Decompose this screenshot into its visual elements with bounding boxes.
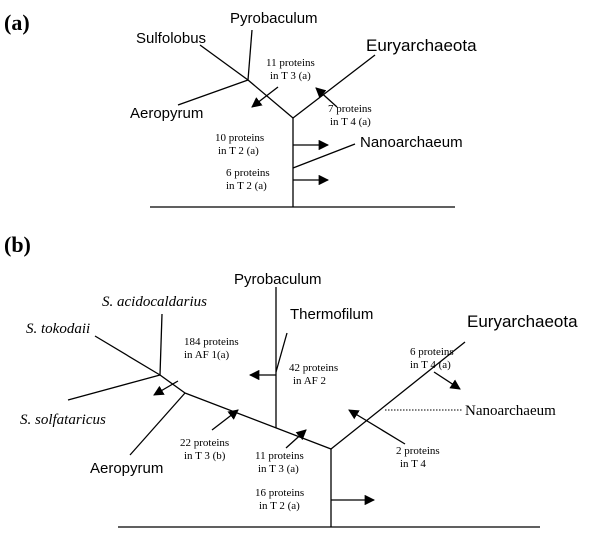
panel-a: (a) Pyrobaculum Sulfolobus Euryarchaeota…: [4, 10, 477, 208]
note-line: in T 4: [400, 458, 426, 470]
panel-b-label: (b): [4, 232, 31, 257]
panel-a-label: (a): [4, 10, 30, 35]
panel-b-arrow-af1a: [153, 380, 179, 396]
note-line: in T 3 (a): [270, 70, 311, 82]
panel-a-note-t3a: 11 proteins in T 3 (a): [266, 57, 315, 82]
note-line: 184 proteins: [184, 336, 239, 348]
panel-b-taxon-nanoarchaeum: Nanoarchaeum: [465, 403, 556, 419]
panel-a-nanoarchaeum-branch: [292, 143, 356, 169]
note-line: in T 3 (b): [184, 450, 226, 462]
panel-b-note-t3b: 22 proteins in T 3 (b): [180, 437, 229, 462]
panel-a-taxon-nanoarchaeum: Nanoarchaeum: [360, 134, 463, 151]
note-line: in T 4 (a): [410, 359, 451, 371]
panel-b-arrow-t3a: [285, 429, 307, 449]
panel-b-thermofilum-branch: [275, 332, 288, 373]
panel-a-taxon-sulfolobus: Sulfolobus: [136, 30, 206, 47]
panel-b-taxon-thermofilum: Thermofilum: [290, 306, 373, 323]
panel-a-note-t2a-lower: 6 proteins in T 2 (a): [226, 167, 270, 192]
panel-a-note-t4a: 7 proteins in T 4 (a): [328, 103, 372, 128]
panel-b-arrow-t4a: [433, 371, 461, 390]
panel-b-arrow-t3b: [211, 409, 239, 431]
panel-a-note-t2a-upper: 10 proteins in T 2 (a): [215, 132, 264, 157]
panel-b-taxon-pyrobaculum: Pyrobaculum: [234, 271, 322, 288]
panel-b-note-t4: 2 proteins in T 4: [396, 445, 440, 470]
note-line: 6 proteins: [410, 346, 454, 358]
note-line: in T 4 (a): [330, 116, 371, 128]
panel-b-s-tokodaii-branch: [94, 335, 161, 376]
note-line: in T 2 (a): [226, 180, 267, 192]
note-line: in T 3 (a): [258, 463, 299, 475]
note-line: 7 proteins: [328, 103, 372, 115]
note-line: 11 proteins: [266, 57, 315, 69]
panel-a-sulfolobus-branch: [199, 44, 249, 81]
panel-b-arrow-t4: [348, 409, 406, 445]
panel-a-pyrobaculum-branch: [247, 29, 253, 81]
note-line: 16 proteins: [255, 487, 304, 499]
panel-b-taxon-s-solfataricus: S. solfataricus: [20, 412, 106, 428]
panel-b-s-acidocaldarius-branch: [159, 313, 163, 376]
panel-a-euryarchaeota-branch: [292, 54, 376, 119]
panel-b-taxon-aeropyrum: Aeropyrum: [90, 460, 163, 477]
panel-b-euryarchaeota-branch: [330, 341, 466, 450]
note-line: in AF 2: [293, 375, 326, 387]
panel-a-taxon-pyrobaculum: Pyrobaculum: [230, 10, 318, 27]
panel-b-taxon-euryarchaeota: Euryarchaeota: [467, 312, 578, 331]
note-line: 11 proteins: [255, 450, 304, 462]
panel-a-aeropyrum-branch: [177, 79, 249, 106]
panel-a-taxon-euryarchaeota: Euryarchaeota: [366, 36, 477, 55]
note-line: in AF 1(a): [184, 349, 230, 361]
note-line: 42 proteins: [289, 362, 338, 374]
note-line: 10 proteins: [215, 132, 264, 144]
panel-b-note-t3a: 11 proteins in T 3 (a): [255, 450, 304, 475]
note-line: 22 proteins: [180, 437, 229, 449]
panel-a-arrow-t3a: [251, 86, 279, 108]
panel-b-note-t2a: 16 proteins in T 2 (a): [255, 487, 304, 512]
panel-b-aeropyrum-branch: [129, 392, 186, 456]
panel-b-s-solfataricus-branch: [67, 374, 161, 401]
note-line: 2 proteins: [396, 445, 440, 457]
panel-b-note-af1a: 184 proteins in AF 1(a): [184, 336, 239, 361]
panel-a-arrow-t4a: [315, 87, 338, 108]
panel-a-taxon-aeropyrum: Aeropyrum: [130, 105, 203, 122]
panel-b-taxon-s-acidocaldarius: S. acidocaldarius: [102, 294, 207, 310]
note-line: 6 proteins: [226, 167, 270, 179]
panel-b-note-af2: 42 proteins in AF 2: [289, 362, 338, 387]
note-line: in T 2 (a): [259, 500, 300, 512]
panel-a-crenarchaeota-branch: [247, 79, 294, 119]
panel-b-note-t4a: 6 proteins in T 4 (a): [410, 346, 454, 371]
panel-b-taxon-s-tokodaii: S. tokodaii: [26, 321, 90, 337]
panel-b: (b) Pyrobaculum S. acidocaldarius Thermo…: [4, 232, 578, 528]
note-line: in T 2 (a): [218, 145, 259, 157]
